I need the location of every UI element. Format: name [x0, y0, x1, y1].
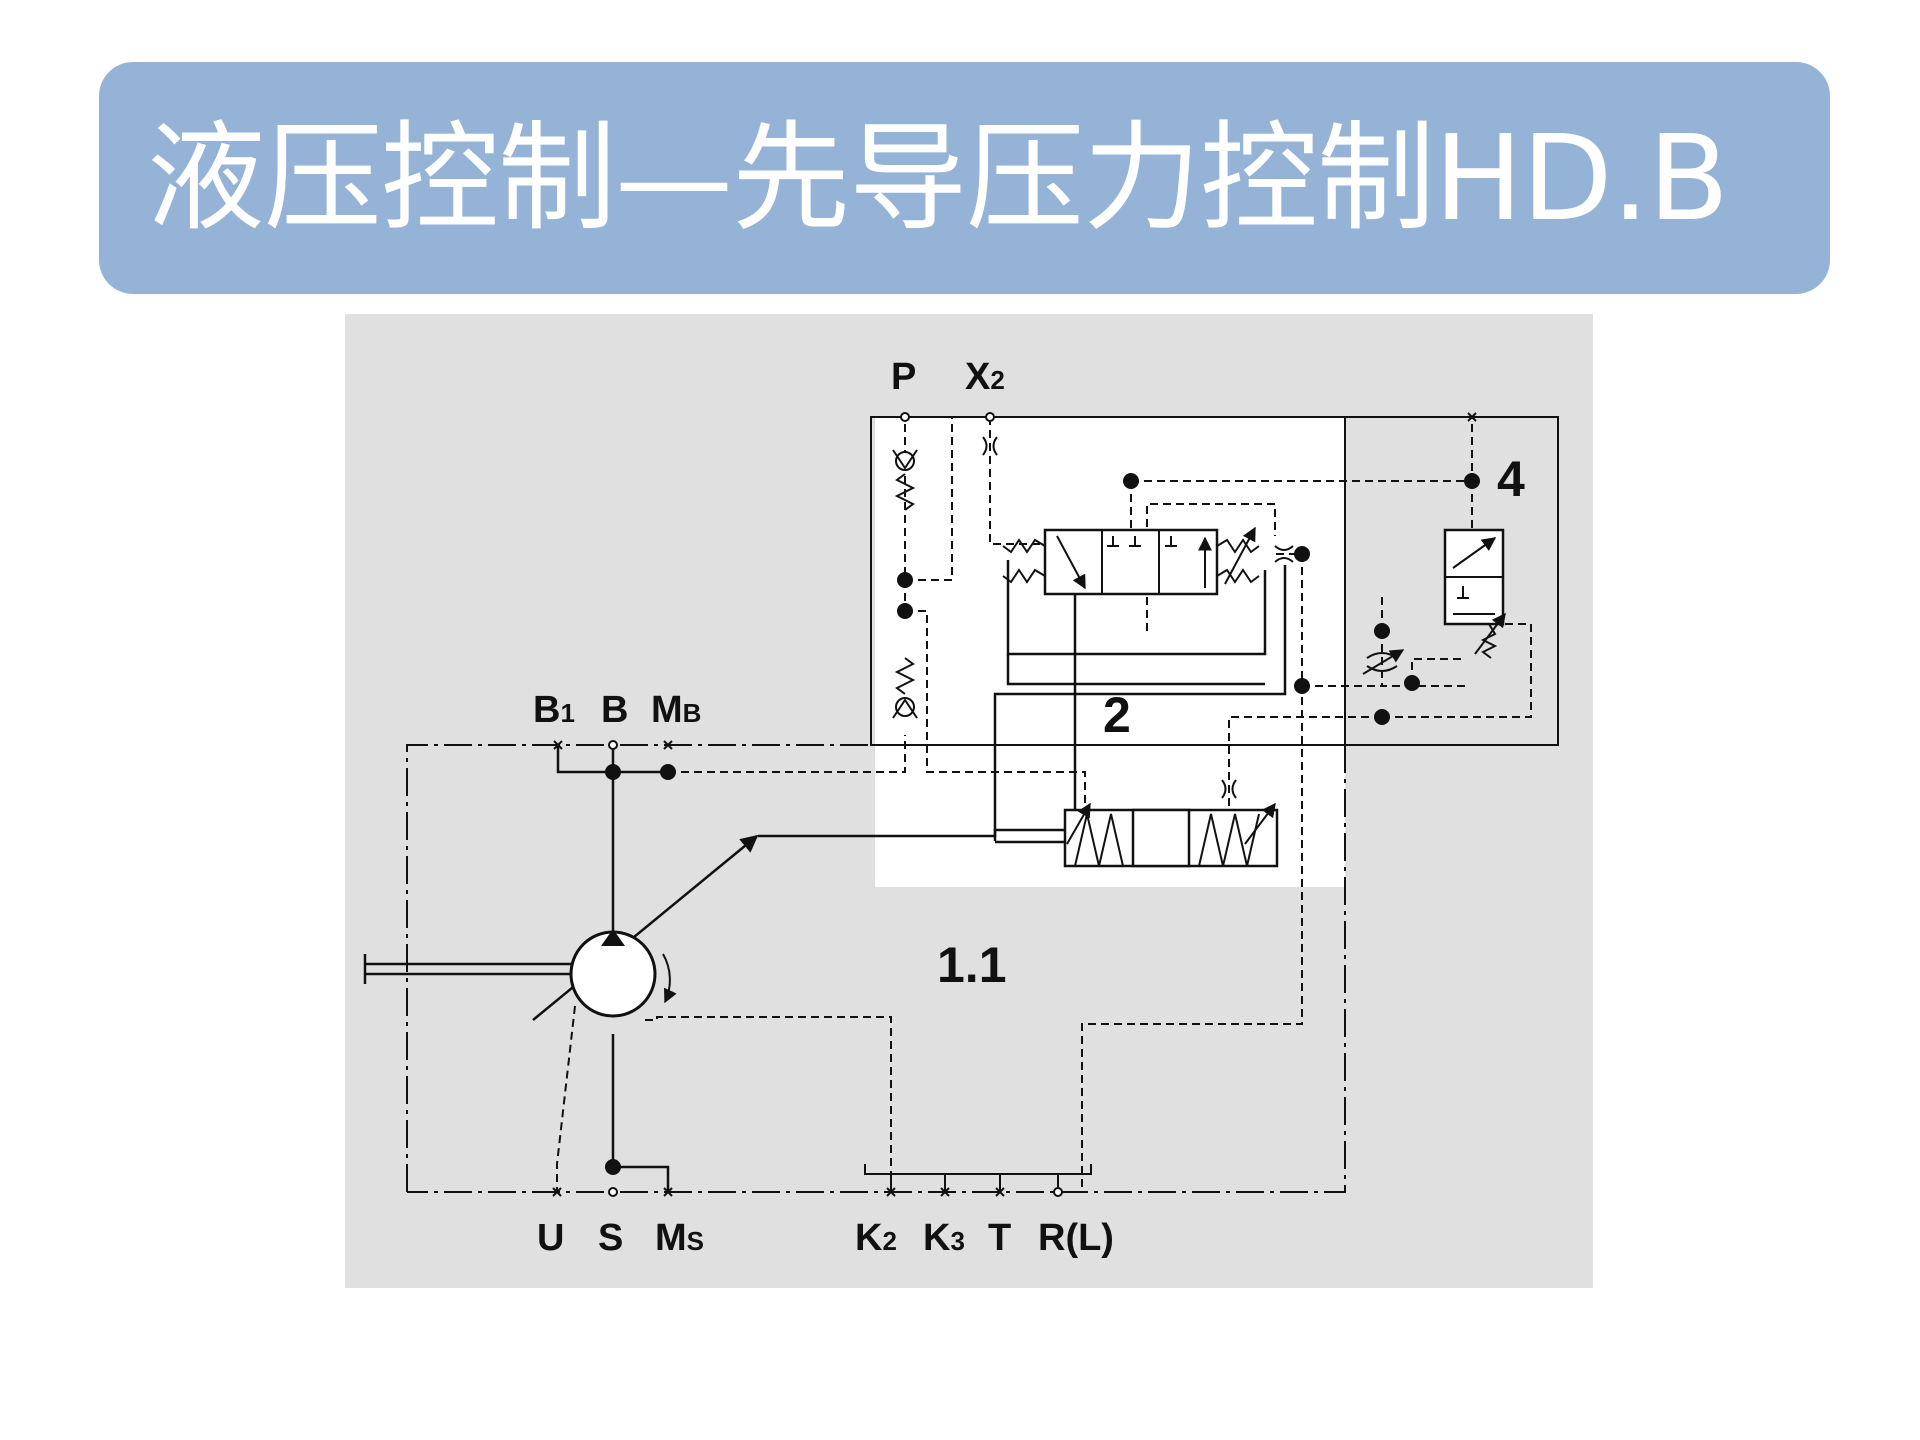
port-label-p: P: [891, 356, 916, 398]
port-label-s: S: [598, 1217, 623, 1259]
port-label-b: B: [601, 689, 628, 731]
port-label-ms: MS: [655, 1217, 704, 1259]
title-banner: 液压控制—先导压力控制HD.B: [99, 62, 1830, 294]
pilot-valve-2: [1002, 526, 1260, 596]
hydraulic-schematic-svg: P X2 B1 B MB U S MS K2 K3 T R(L) 1.1 2 4: [345, 314, 1593, 1288]
port-label-b1: B1: [533, 689, 575, 731]
port-label-k3: K3: [923, 1217, 965, 1259]
pump-symbol: [569, 929, 677, 1018]
port-label-u: U: [537, 1217, 564, 1259]
port-label-mb: MB: [651, 689, 701, 731]
port-markers: [552, 412, 1477, 1197]
hydraulic-diagram: P X2 B1 B MB U S MS K2 K3 T R(L) 1.1 2 4: [345, 314, 1593, 1288]
control-valve-4: [1362, 528, 1506, 675]
drain-port-bracket: [864, 1164, 1092, 1192]
check-valves: [892, 449, 918, 719]
displacement-adjust-arrow: [532, 834, 759, 1021]
control-module-boundary: [1344, 416, 1559, 746]
component-label-2: 2: [1103, 687, 1131, 743]
port-label-r-l: R(L): [1038, 1217, 1114, 1259]
pilot-lines: [556, 417, 1532, 1193]
slide-title: 液压控制—先导压力控制HD.B: [147, 109, 1729, 247]
junction-dots: [605, 473, 1480, 1175]
component-label-1-1: 1.1: [937, 937, 1007, 993]
stroke-cylinder: [1063, 802, 1279, 868]
component-label-4: 4: [1497, 451, 1525, 507]
port-label-t: T: [988, 1217, 1011, 1259]
port-label-x2: X2: [965, 356, 1005, 398]
port-label-k2: K2: [855, 1217, 897, 1259]
orifices: [982, 436, 1294, 799]
